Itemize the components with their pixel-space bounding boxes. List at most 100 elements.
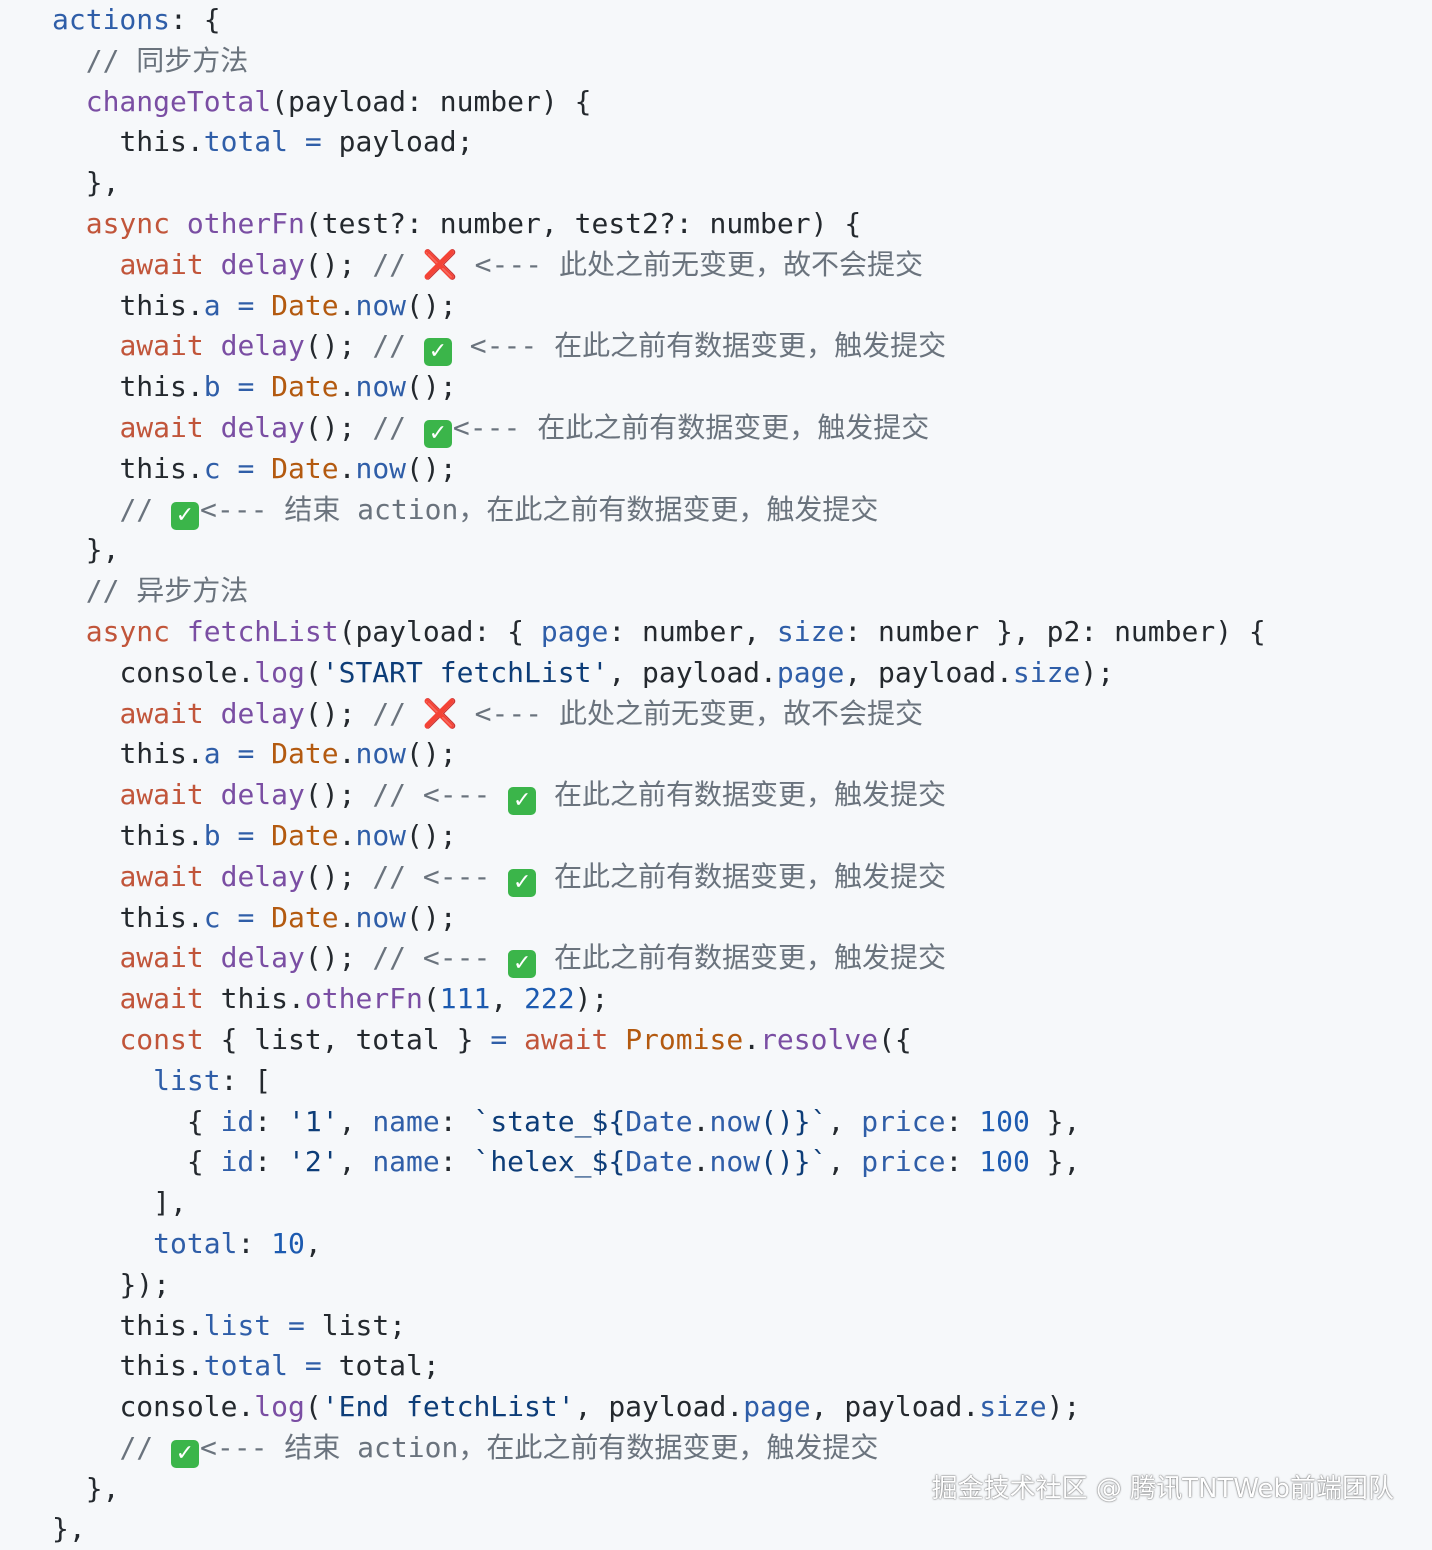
- code-token: { list, total }: [203, 1022, 491, 1056]
- code-token: <---: [457, 247, 559, 281]
- code-token: 在此之前有数据变更，触发提交: [554, 941, 947, 975]
- cross-mark-icon: ❌: [422, 696, 458, 730]
- code-token: delay: [220, 859, 305, 893]
- code-token: this.: [119, 370, 204, 404]
- code-token: (: [304, 655, 322, 689]
- code-token: page: [776, 655, 845, 689]
- code-token: ],: [153, 1186, 187, 1220]
- code-line: await delay(); // <--- ✓ 在此之前有数据变更，触发提交: [52, 857, 1266, 898]
- code-token: list: [153, 1063, 221, 1097]
- code-token: name: [372, 1104, 440, 1138]
- code-token: [221, 289, 238, 322]
- code-line: const { list, total } = await Promise.re…: [52, 1020, 1266, 1061]
- check-mark-icon: ✓: [171, 501, 200, 530]
- code-token: },: [85, 1471, 120, 1505]
- code-token: async: [85, 206, 171, 240]
- code-token: this.: [119, 288, 204, 322]
- code-token: id: [220, 1104, 255, 1138]
- code-token: 结束: [284, 1430, 341, 1464]
- code-token: <---: [452, 329, 555, 363]
- code-token: await: [119, 410, 204, 444]
- code-token: [221, 819, 238, 852]
- code-token: `helex_${: [473, 1145, 626, 1179]
- code-line: },: [52, 530, 1266, 571]
- code-line: await delay(); // ✓ <--- 在此之前有数据变更，触发提交: [52, 326, 1266, 367]
- code-token: payload;: [321, 125, 474, 159]
- check-mark-icon: ✓: [171, 1439, 200, 1468]
- code-token: [507, 1023, 524, 1056]
- code-token: :: [945, 1145, 980, 1179]
- code-token: , payload.: [608, 655, 777, 689]
- code-line: await this.otherFn(111, 222);: [52, 979, 1266, 1020]
- code-token: [204, 329, 221, 362]
- code-token: Date: [271, 370, 339, 404]
- code-token: total: [203, 1349, 289, 1383]
- code-token: // <---: [372, 859, 508, 893]
- code-line: this.total = payload;: [52, 122, 1266, 163]
- code-token: ();: [406, 288, 457, 322]
- code-token: =: [237, 288, 255, 322]
- code-token: .: [338, 900, 356, 934]
- code-token: .: [338, 818, 356, 852]
- code-token: delay: [220, 410, 305, 444]
- code-token: (test?: number, test2?: number) {: [304, 206, 862, 240]
- code-token: a: [203, 737, 221, 771]
- code-line: async fetchList(payload: { page: number,…: [52, 612, 1266, 653]
- check-mark-icon: ✓: [508, 950, 537, 979]
- code-token: ();: [406, 900, 457, 934]
- code-token: .: [338, 451, 356, 485]
- code-token: Date: [625, 1104, 693, 1138]
- code-token: total: [203, 125, 289, 159]
- code-token: c: [203, 900, 221, 934]
- code-token: this.: [119, 737, 204, 771]
- code-line: await delay(); // ❌ <--- 此处之前无变更，故不会提交: [52, 694, 1266, 735]
- code-token: total: [153, 1226, 238, 1260]
- code-token: =: [304, 1349, 322, 1383]
- code-token: ();: [304, 247, 373, 281]
- code-token: action: [340, 492, 459, 526]
- code-token: Date: [271, 451, 339, 485]
- code-token: await: [119, 247, 204, 281]
- code-token: :: [439, 1104, 474, 1138]
- code-token: );: [1080, 655, 1115, 689]
- code-line: await delay(); // ✓<--- 在此之前有数据变更，触发提交: [52, 408, 1266, 449]
- code-token: [254, 819, 271, 852]
- code-token: Date: [271, 900, 339, 934]
- code-token: ,: [338, 1145, 373, 1179]
- code-line: this.a = Date.now();: [52, 286, 1266, 327]
- code-token: this.: [119, 1308, 204, 1342]
- code-token: [254, 901, 271, 934]
- code-token: id: [220, 1145, 255, 1179]
- code-token: 'START fetchList': [321, 655, 609, 689]
- code-line: list: [: [52, 1061, 1266, 1102]
- code-token: fetchList: [186, 614, 339, 648]
- code-token: .: [743, 1022, 761, 1056]
- code-token: await: [119, 941, 204, 975]
- code-token: list;: [304, 1308, 407, 1342]
- code-token: 222: [524, 982, 575, 1016]
- code-token: this.: [119, 125, 204, 159]
- code-token: , payload.: [810, 1390, 980, 1424]
- code-line: });: [52, 1265, 1266, 1306]
- check-mark-icon: ✓: [423, 419, 452, 448]
- code-token: [537, 778, 554, 811]
- watermark: 掘金技术社区 @ 腾讯TNTWeb前端团队: [931, 1474, 1394, 1504]
- code-token: 111: [439, 982, 491, 1016]
- code-token: 在此之前有数据变更，触发提交: [554, 329, 947, 363]
- code-token: [204, 248, 221, 281]
- code-line: { id: '2', name: `helex_${Date.now()}`, …: [52, 1142, 1266, 1183]
- code-token: ();: [304, 859, 373, 893]
- code-token: 同步方法: [136, 43, 249, 77]
- code-token: now: [355, 737, 407, 771]
- code-token: this.: [119, 451, 204, 485]
- code-line: this.c = Date.now();: [52, 898, 1266, 939]
- code-token: =: [237, 737, 255, 771]
- code-token: await: [119, 329, 204, 363]
- code-token: : number,: [608, 614, 777, 648]
- code-token: =: [237, 451, 255, 485]
- code-token: 在此之前有数据变更，触发提交: [554, 859, 947, 893]
- code-token: Date: [271, 737, 339, 771]
- code-token: `state_${: [473, 1104, 626, 1138]
- code-token: await: [119, 982, 204, 1016]
- code-line: total: 10,: [52, 1224, 1266, 1265]
